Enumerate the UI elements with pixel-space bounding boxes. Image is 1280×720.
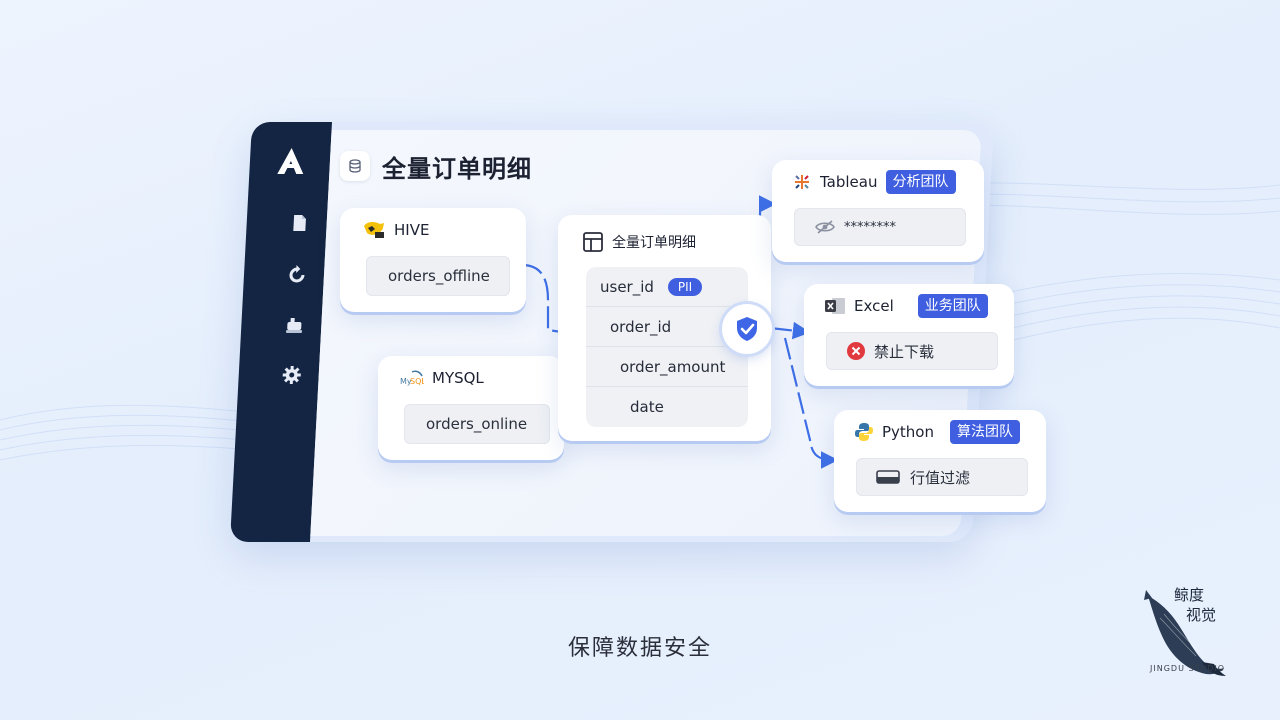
consumer-card-python[interactable]: Python 算法团队 行值过滤	[834, 410, 1046, 512]
hive-icon	[364, 221, 384, 238]
security-shield	[722, 304, 772, 354]
consumer-header: Tableau 分析团队	[792, 170, 956, 194]
source-name: MYSQL	[432, 369, 484, 387]
consumer-card-tableau[interactable]: Tableau 分析团队 ********	[772, 160, 984, 262]
tool-icon[interactable]	[283, 314, 306, 336]
policy-box[interactable]: ********	[794, 208, 966, 246]
eye-off-icon	[815, 220, 835, 234]
consumer-name: Python	[882, 423, 934, 441]
studio-logo: 鲸度 视觉	[1144, 586, 1226, 676]
gear-icon[interactable]	[280, 364, 303, 386]
shield-check-icon	[737, 317, 757, 341]
page-title: 全量订单明细	[382, 154, 532, 183]
policy-text: 禁止下载	[874, 342, 935, 361]
field-name: order_amount	[620, 357, 726, 376]
field-row[interactable]: order_amount	[586, 347, 748, 387]
field-list: user_id PII order_id order_amount date	[586, 267, 748, 427]
consumer-card-excel[interactable]: Excel 业务团队 禁止下载	[804, 284, 1014, 386]
row-filter-icon	[876, 470, 900, 484]
app-window	[230, 122, 995, 542]
field-row[interactable]: order_id	[586, 307, 748, 347]
consumer-header: Python 算法团队	[854, 420, 1020, 444]
source-card-hive[interactable]: HIVE orders_offline	[340, 208, 526, 312]
sidebar	[230, 122, 333, 542]
pii-badge: PII	[667, 277, 703, 296]
policy-box[interactable]: 行值过滤	[856, 458, 1028, 496]
svg-text:SQL: SQL	[410, 377, 424, 386]
studio-name: JINGDU STUDIO	[1150, 664, 1226, 673]
source-header: HIVE	[362, 220, 429, 240]
table-header: 全量订单明细	[582, 231, 696, 253]
team-tag: 分析团队	[885, 170, 956, 194]
database-icon	[340, 151, 370, 181]
svg-text:My: My	[400, 377, 412, 386]
field-row[interactable]: date	[586, 387, 748, 427]
team-tag: 算法团队	[950, 420, 1020, 444]
mysql-icon: My SQL	[400, 370, 424, 386]
policy-box[interactable]: 禁止下载	[826, 332, 998, 370]
source-header: My SQL MYSQL	[400, 368, 484, 388]
table-icon	[583, 232, 603, 252]
tableau-icon	[795, 175, 809, 189]
table-title: 全量订单明细	[612, 235, 696, 251]
caption: 保障数据安全	[567, 636, 712, 661]
consumer-name: Tableau	[820, 173, 878, 191]
refresh-icon[interactable]	[285, 264, 308, 286]
source-card-mysql[interactable]: My SQL MYSQL orders_online	[378, 356, 564, 460]
svg-text:视觉: 视觉	[1186, 606, 1216, 624]
policy-text: 行值过滤	[910, 468, 971, 487]
policy-text: ********	[844, 219, 896, 235]
source-table[interactable]: orders_offline	[366, 256, 510, 296]
block-icon	[847, 342, 865, 360]
source-table[interactable]: orders_online	[404, 404, 550, 444]
field-name: date	[630, 398, 664, 416]
document-icon[interactable]	[288, 212, 311, 234]
source-name: HIVE	[394, 221, 430, 239]
field-name: user_id	[600, 277, 654, 296]
excel-icon	[825, 298, 845, 314]
consumer-header: Excel 业务团队	[824, 294, 988, 318]
app-logo-icon	[277, 148, 304, 174]
consumer-name: Excel	[854, 297, 894, 315]
field-name: order_id	[610, 317, 672, 336]
team-tag: 业务团队	[917, 294, 988, 318]
svg-text:鲸度: 鲸度	[1174, 586, 1204, 604]
python-icon	[855, 423, 873, 441]
field-row[interactable]: user_id PII	[586, 267, 748, 307]
page-header: 全量订单明细	[340, 151, 532, 183]
